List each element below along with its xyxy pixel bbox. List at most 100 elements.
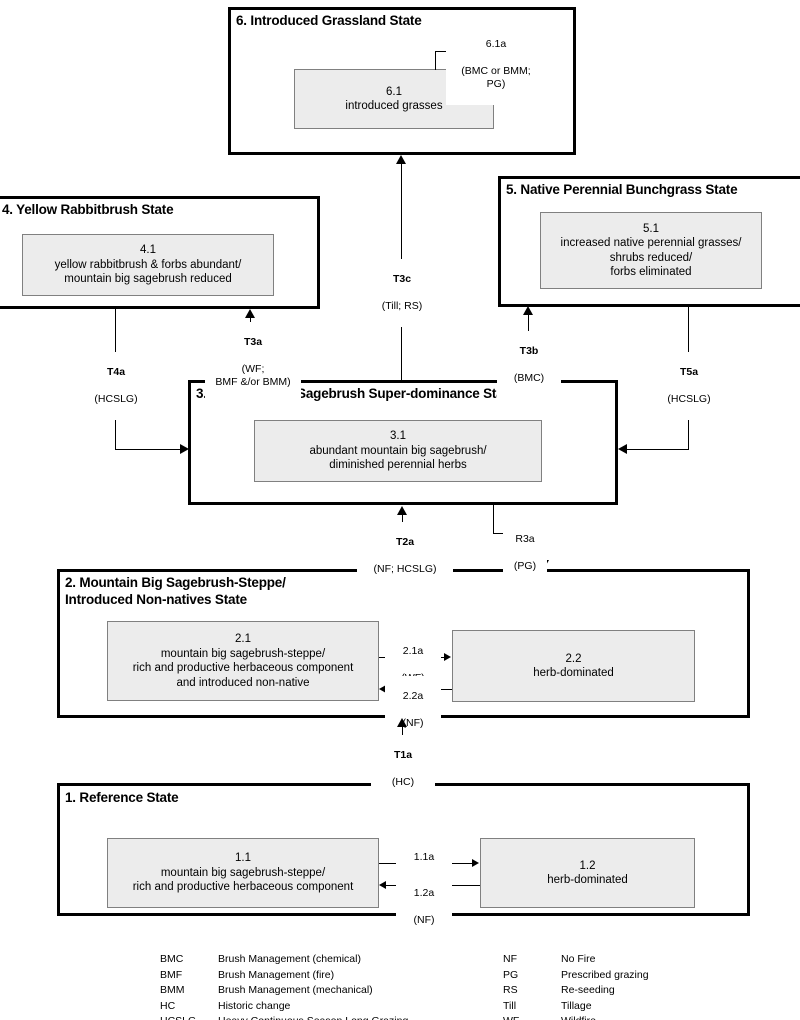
legend-abbr: HCSLG [160,1014,218,1020]
transition-t3a-code: T3a [243,335,263,348]
legend-full: Historic change [218,999,291,1012]
phase-1-1-desc: mountain big sagebrush-steppe/ rich and … [132,866,354,894]
transition-t3c-code: T3c [392,272,412,285]
arrow-2-1a-head [444,653,451,661]
phase-box-2-2[interactable]: 2.2 herb-dominated [452,630,695,702]
legend-item: PG Prescribed grazing [503,968,793,984]
legend-full: Brush Management (fire) [218,968,335,981]
transition-2-2a-code: 2.2a [402,689,424,702]
legend-abbr: NF [503,953,517,965]
transition-t4a-code: T4a [106,365,126,378]
arrow-t1a-head [397,718,407,727]
transition-label-t4a: T4a (HCSLG) [84,352,148,420]
transition-label-6-1a: 6.1a (BMC or BMM; PG) [446,24,546,105]
legend-item: HC Historic change [160,999,470,1015]
transition-label-t2a: T2a (NF; HCSLG) [357,522,453,590]
phase-1-1-id: 1.1 [235,852,251,865]
transition-t3b-code: T3b [519,344,539,357]
arrow-2-2a-head [379,685,386,693]
phase-2-2-id: 2.2 [565,652,582,665]
arrow-t3c-head [396,155,406,164]
legend-item: RS Re-seeding [503,983,793,999]
legend-full: Prescribed grazing [561,968,649,981]
transition-t2a-code: T2a [395,535,415,548]
arrow-1-1a-head [472,859,479,867]
loop-6-1a-seg-top [435,51,455,53]
legend-abbr: BMC [160,953,184,965]
transition-1-1a-code: 1.1a [413,850,435,863]
transition-label-2-2a: 2.2a (NF) [385,676,441,744]
phase-box-2-1[interactable]: 2.1 mountain big sagebrush-steppe/ rich … [107,621,379,701]
legend-column-left: BMC Brush Management (chemical) BMF Brus… [160,952,470,1020]
phase-2-1-id: 2.1 [235,633,251,645]
state-1-title: 1. Reference State [65,790,179,805]
transition-t5a-cond: (HCSLG) [667,392,711,405]
phase-2-2-desc: herb-dominated [533,667,614,679]
legend-abbr: HC [160,999,176,1012]
arrow-t3a-head [245,309,255,318]
transition-label-t1a: T1a (HC) [371,735,435,803]
legend-full: Re-seeding [561,984,615,996]
transition-1-2a-code: 1.2a [413,886,435,899]
legend-full: Tillage [561,999,592,1012]
transition-6-1a-cond: (BMC or BMM; PG) [461,64,531,91]
legend-item: NF No Fire [503,952,793,968]
legend-item: BMF Brush Management (fire) [160,968,470,984]
transition-r3a-code: R3a [515,532,535,545]
transition-t2a-cond: (NF; HCSLG) [373,562,437,575]
transition-label-t3c: T3c (Till; RS) [370,259,434,327]
transition-label-1-2a: 1.2a (NF) [396,873,452,941]
phase-box-3-1[interactable]: 3.1 abundant mountain big sagebrush/ dim… [254,420,542,482]
phase-2-1-desc: mountain big sagebrush-steppe/ rich and … [132,647,354,689]
transition-t3c-cond: (Till; RS) [381,299,423,312]
state-5-title: 5. Native Perennial Bunchgrass State [506,182,738,197]
legend-full: Brush Management (chemical) [218,953,361,965]
transition-2-2a-cond: (NF) [402,716,424,729]
arrow-1-2a-head [379,881,386,889]
transition-t4a-cond: (HCSLG) [94,392,138,405]
legend-full: Wildfire [561,1014,793,1020]
transition-t5a-code: T5a [679,365,699,378]
transition-label-t5a: T5a (HCSLG) [657,352,721,420]
phase-3-1-id: 3.1 [390,430,406,443]
arrow-t4a-seg-h [115,449,181,451]
arrow-r3a-seg-h [493,533,506,535]
phase-box-1-1[interactable]: 1.1 mountain big sagebrush-steppe/ rich … [107,838,379,908]
transition-label-t3a: T3a (WF; BMF &/or BMM) [205,322,301,403]
transition-1-2a-cond: (NF) [413,913,435,926]
legend-abbr: Till [503,999,517,1012]
legend-abbr: RS [503,984,518,996]
phase-3-1-desc: abundant mountain big sagebrush/ diminis… [309,444,487,472]
transition-label-r3a: R3a (PG) [503,519,547,587]
phase-box-5-1[interactable]: 5.1 increased native perennial grasses/ … [540,212,762,289]
legend-column-right: NF No Fire PG Prescribed grazing RS Re-s… [503,952,793,1020]
legend-abbr: BMM [160,984,185,996]
transition-r3a-cond: (PG) [513,559,537,572]
legend-full: No Fire [561,953,596,965]
phase-6-1-desc: introduced grasses [345,100,443,112]
legend-full: Heavy Continuous Season Long Grazing [218,1014,470,1020]
arrow-t5a-head [618,444,627,454]
transition-6-1a-code: 6.1a [485,37,507,50]
phase-1-2-id: 1.2 [579,859,596,872]
state-6-title: 6. Introduced Grassland State [236,13,422,28]
phase-5-1-desc: increased native perennial grasses/ shru… [560,237,742,278]
arrow-t3b-head [523,306,533,315]
state-2-title: 2. Mountain Big Sagebrush-Steppe/ Introd… [65,575,286,607]
legend-abbr: WF [503,1014,561,1020]
phase-4-1-id: 4.1 [140,244,156,257]
phase-4-1-desc: yellow rabbitbrush & forbs abundant/ mou… [54,258,242,286]
phase-6-1-id: 6.1 [386,85,402,98]
phase-box-1-2[interactable]: 1.2 herb-dominated [480,838,695,908]
phase-box-4-1[interactable]: 4.1 yellow rabbitbrush & forbs abundant/… [22,234,274,296]
legend-item: WF Wildfire [503,1014,793,1020]
transition-2-1a-code: 2.1a [402,644,424,657]
phase-5-1-id: 5.1 [643,222,659,235]
transition-t1a-code: T1a [393,748,413,761]
transition-label-t3b: T3b (BMC) [497,331,561,399]
arrow-r3a-seg-v1 [493,505,495,534]
legend-item: Till Tillage [503,999,793,1015]
state-4-title: 4. Yellow Rabbitbrush State [2,202,174,217]
legend-item: HCSLG Heavy Continuous Season Long Grazi… [160,1014,470,1020]
